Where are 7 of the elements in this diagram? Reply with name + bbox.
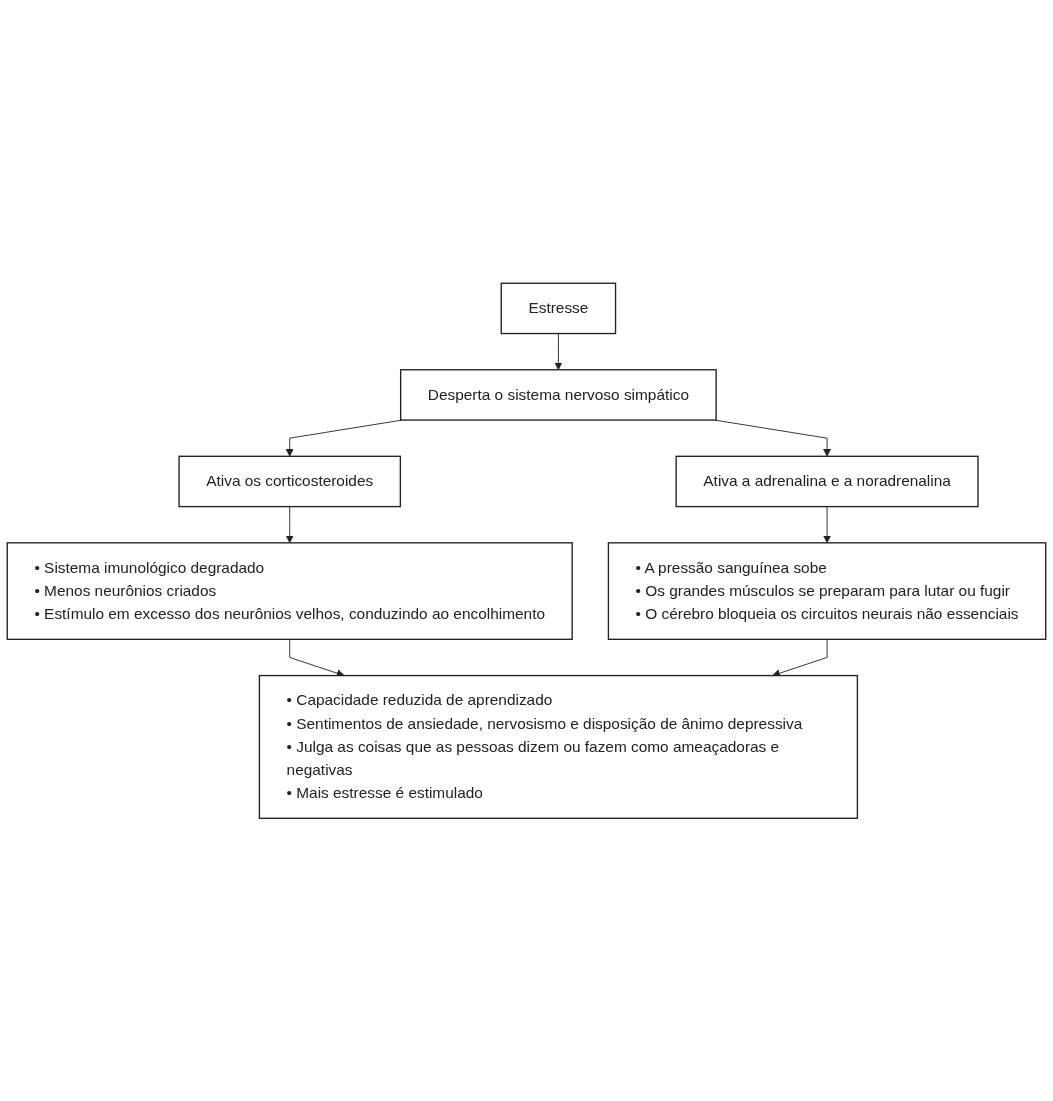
node-box: • Sistema imunológico degradado • Menos neurônios criados • Estímulo em excesso dos neurônios velhos, conduzindo ao encolhimento xyxy=(6,541,573,640)
node-box: Ativa os corticosteroides xyxy=(178,455,402,507)
node-box: Estresse xyxy=(500,282,617,334)
node-box: Ativa a adrenalina e a noradrenalina xyxy=(675,455,979,507)
node-box: • Capacidade reduzida de aprendizado • Sentimentos de ansiedade, nervosismo e disposição de ânimo depressiva • Julga as coisas que as pessoas dizem ou fazem como ameaçadoras e negativas • Mais estresse é estimulado xyxy=(258,674,859,819)
node-box: • A pressão sanguínea sobe • Os grandes músculos se preparam para lutar ou fugir • O cérebro bloqueia os circuitos neurais não essenciais xyxy=(607,541,1047,640)
node-box: Desperta o sistema nervoso simpático xyxy=(400,368,717,421)
